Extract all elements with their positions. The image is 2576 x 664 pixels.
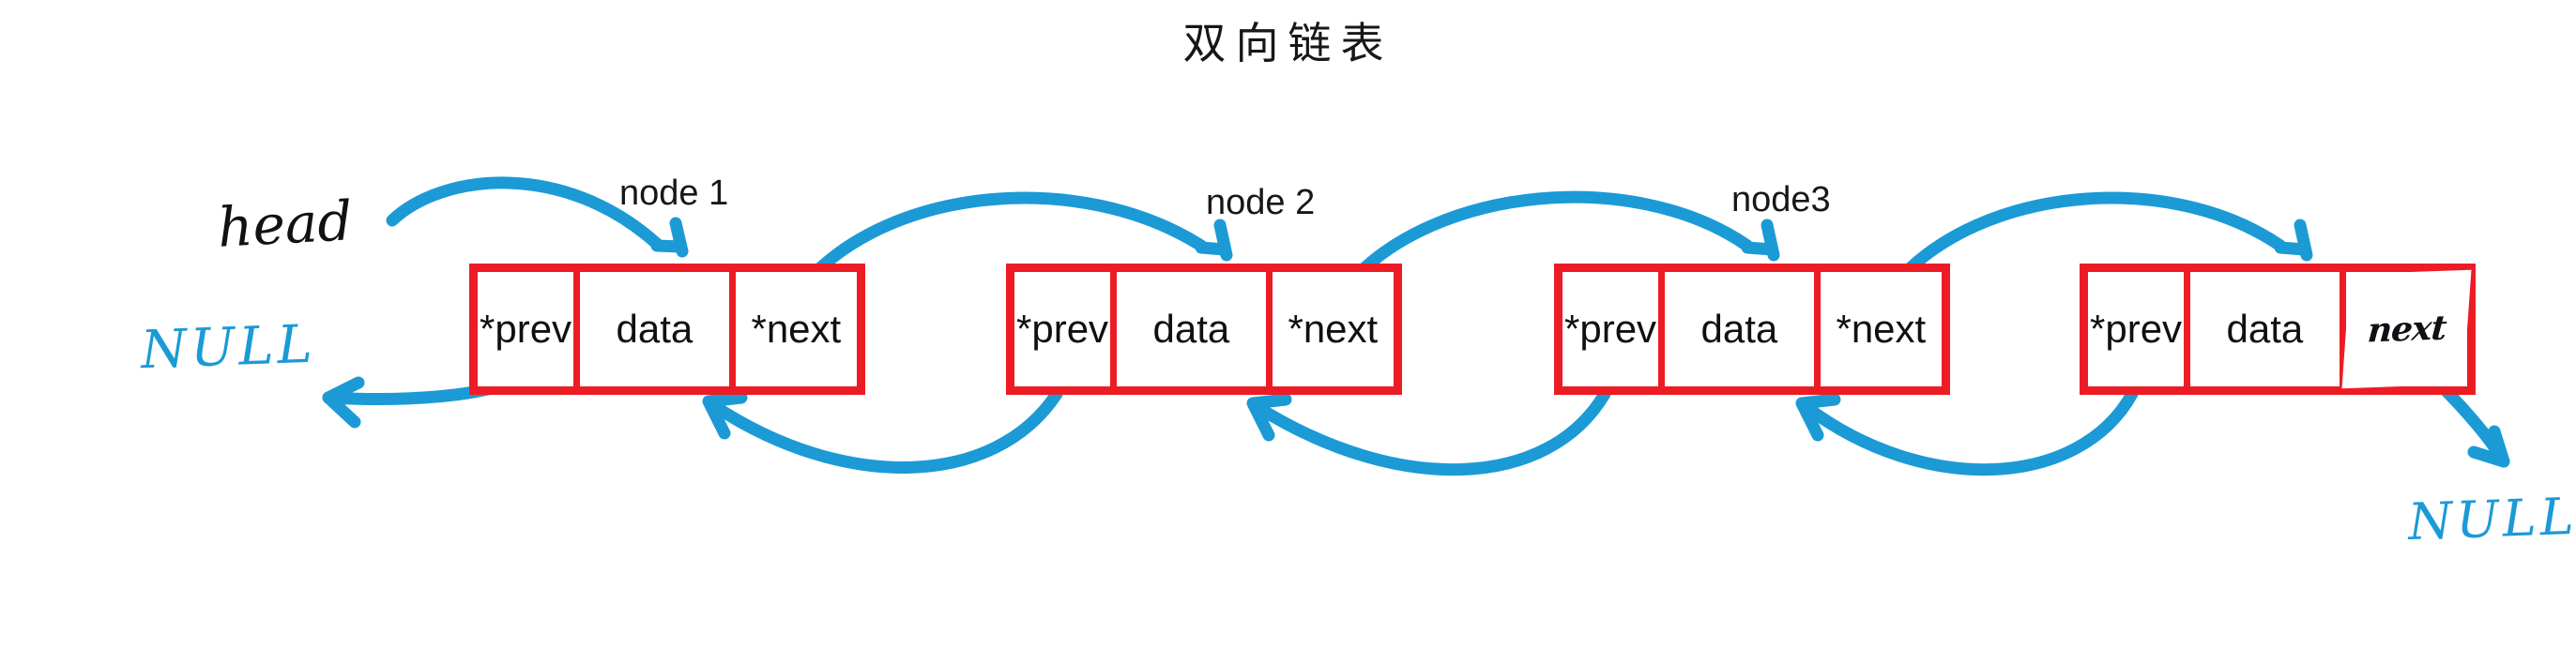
node-3-data-cell: data (1665, 272, 1821, 386)
page-title: 双向链表 (1182, 18, 1394, 68)
node-2-data-cell: data (1117, 272, 1273, 386)
arrow-head-to-node1-tip (650, 217, 689, 258)
arrow-node4-prev-to-node3-tip (1795, 393, 1841, 442)
node-2-prev-cell: *prev (1014, 272, 1118, 386)
node-1: *prev data *next (469, 264, 865, 395)
arrow-head-to-node1 (386, 176, 663, 250)
arrow-node2-prev-to-node1-tip (702, 391, 748, 440)
node-4-data-cell: data (2190, 272, 2346, 386)
arrow-node4-next-to-null-tip (2467, 425, 2510, 468)
head-label: head (216, 189, 355, 260)
node-label-1: node 1 (619, 174, 729, 213)
arrow-node3-prev-to-node2 (1251, 387, 1611, 476)
node-label-3: node3 (1731, 180, 1831, 219)
arrow-node4-prev-to-node3 (1800, 387, 2139, 476)
node-4-prev-cell: *prev (2088, 272, 2191, 386)
node-3-next-cell: *next (1820, 272, 1942, 386)
node-3-prev-cell: *prev (1562, 272, 1666, 386)
arrow-node2-next-to-node3-tip (1741, 219, 1780, 262)
node-1-prev-cell: *prev (478, 272, 581, 386)
node-2: *prev data *next (1006, 264, 1402, 395)
null-left-label: NULL (139, 313, 317, 382)
arrow-node1-prev-to-null-tip (322, 376, 365, 429)
arrow-node2-prev-to-node1 (707, 387, 1063, 474)
arrow-node3-next-to-node4-tip (2274, 219, 2313, 262)
node-1-next-cell: *next (735, 272, 857, 386)
node-2-next-cell: *next (1272, 272, 1394, 386)
node-4-next-cell: next (2341, 269, 2472, 389)
node-label-2: node 2 (1206, 183, 1316, 222)
arrow-node3-prev-to-node2-tip (1246, 393, 1292, 442)
node-1-data-cell: data (580, 272, 736, 386)
node-4: *prev data next (2080, 264, 2476, 395)
null-right-label: NULL (2406, 486, 2576, 552)
node-3: *prev data *next (1554, 264, 1950, 395)
arrow-node4-next-to-null (2433, 378, 2510, 468)
arrow-node1-next-to-node2-tip (1195, 219, 1233, 262)
